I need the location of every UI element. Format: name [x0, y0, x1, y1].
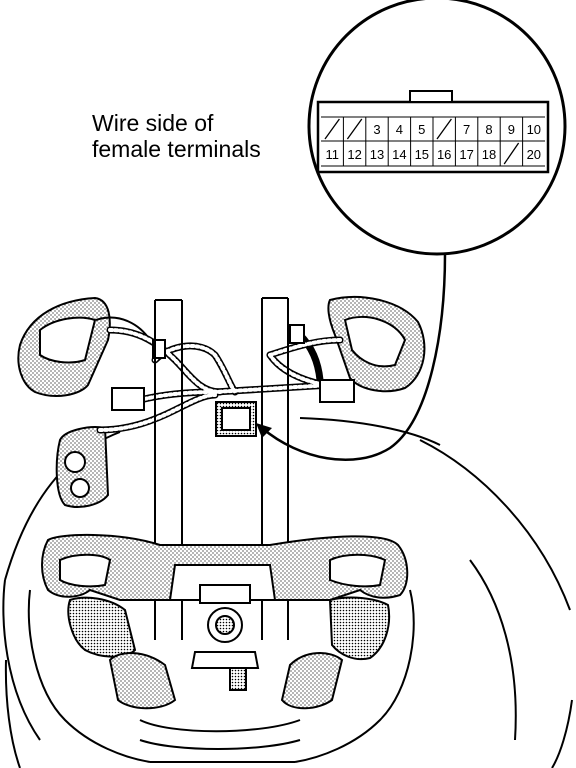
- pin-label: 17: [459, 147, 473, 162]
- pin-label: 14: [392, 147, 406, 162]
- pin-label: 20: [527, 147, 541, 162]
- empty-pin-slash: [503, 142, 520, 165]
- pin-label: 8: [485, 122, 492, 137]
- pin-label: 15: [415, 147, 429, 162]
- pin-label: 3: [373, 122, 380, 137]
- connector-magnifier: [256, 0, 567, 462]
- right-small-connector: [319, 379, 355, 403]
- pin-label: 12: [347, 147, 361, 162]
- empty-pin-slash: [436, 118, 452, 140]
- steering-hub-frame: [41, 533, 409, 691]
- pin-label: 18: [482, 147, 496, 162]
- lower-spoke-switches: [67, 596, 390, 710]
- empty-pin-slash: [346, 118, 363, 140]
- caption-line-2: female terminals: [92, 136, 261, 162]
- pin-label: 4: [396, 122, 403, 137]
- pin-label: 5: [418, 122, 425, 137]
- pin-label: 10: [527, 122, 541, 137]
- arrow-head-icon: [256, 423, 272, 438]
- harness-connectors: [111, 324, 355, 437]
- left-audio-switch: [55, 426, 110, 508]
- pin-label: 16: [437, 147, 451, 162]
- lower-rim: [2, 559, 517, 763]
- pin-label: 7: [463, 122, 470, 137]
- caption-line-1: Wire side of: [92, 110, 214, 136]
- connector-caption: Wire side of female terminals: [92, 110, 261, 162]
- left-upper-switch: [17, 296, 151, 397]
- empty-pin-slash: [324, 118, 340, 140]
- pin-label: 11: [325, 147, 339, 162]
- left-small-connector: [111, 387, 145, 411]
- pin-label: 9: [508, 122, 515, 137]
- right-upper-switch: [327, 295, 426, 393]
- pin-label: 13: [370, 147, 384, 162]
